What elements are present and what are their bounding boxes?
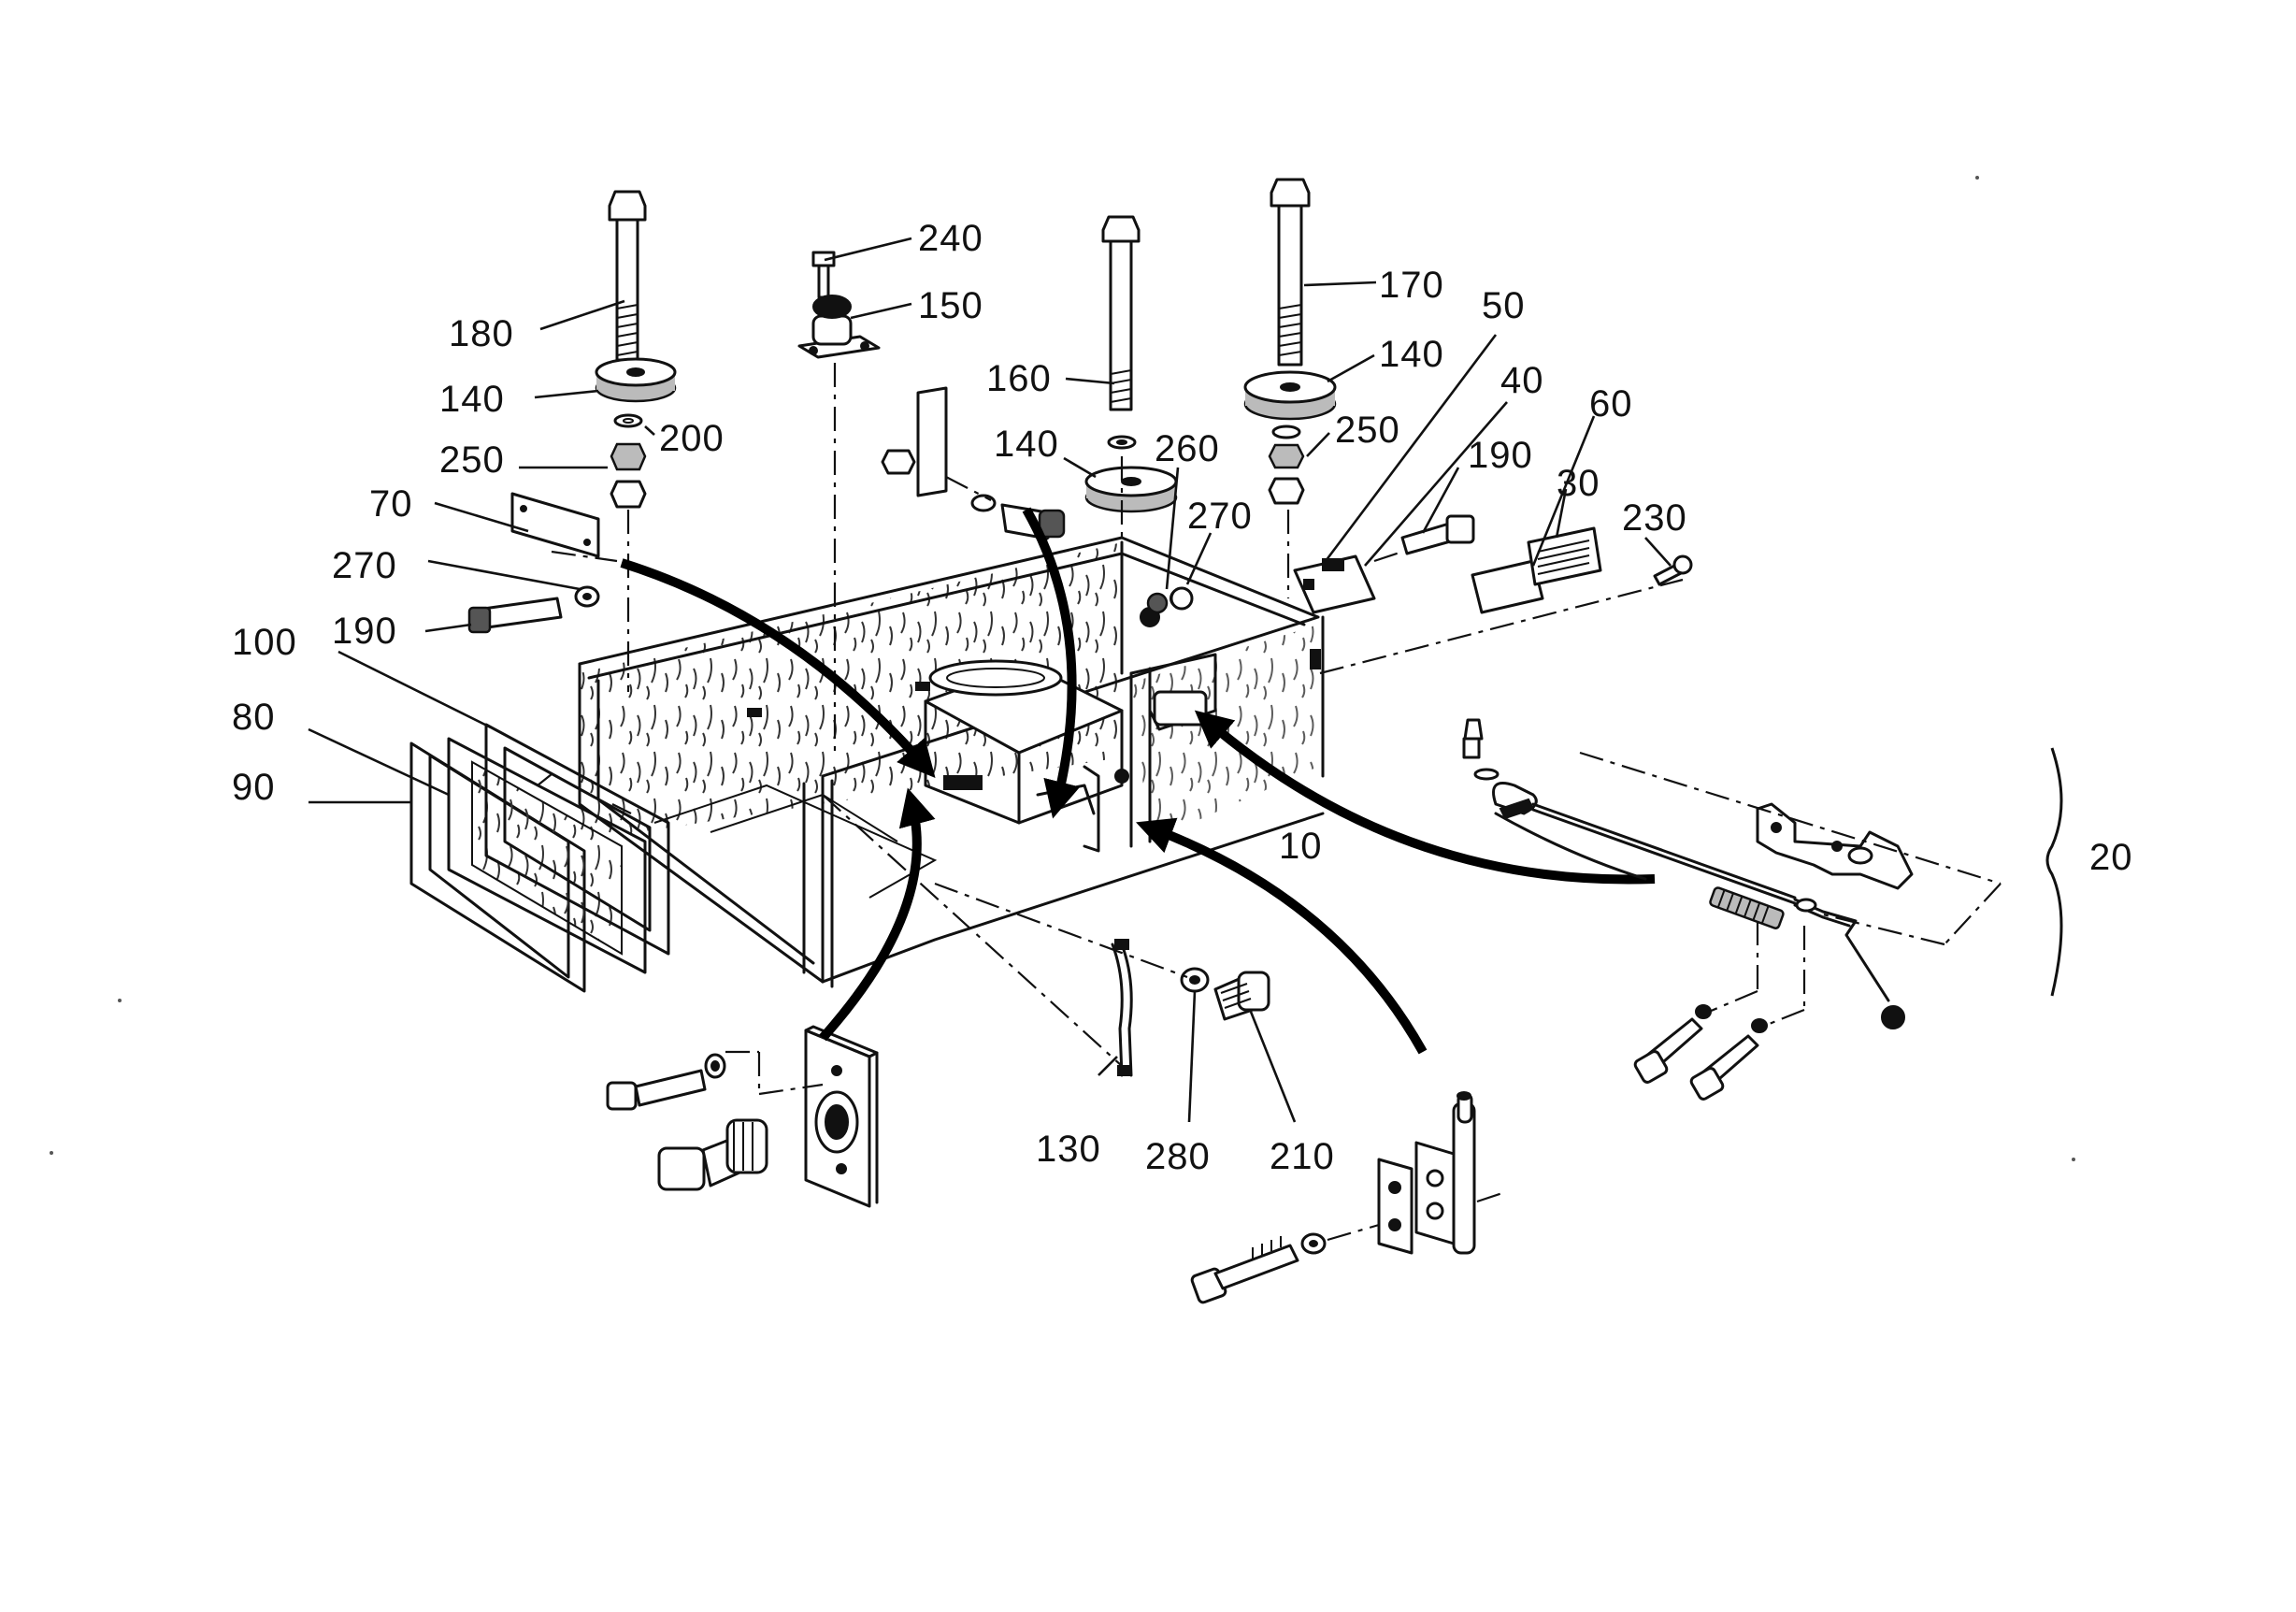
- terminal-plate-50: [1293, 554, 1376, 614]
- speck: [1975, 176, 1979, 180]
- washer-280: [1180, 967, 1210, 993]
- callout-20: 20: [2089, 837, 2133, 878]
- washer-270-left: [574, 585, 600, 608]
- callout-230: 230: [1622, 497, 1687, 539]
- callout-180: 180: [449, 313, 514, 354]
- callout-140-left: 140: [439, 379, 505, 420]
- socket-screw-lower-left: [606, 1053, 726, 1111]
- callout-70: 70: [369, 483, 413, 525]
- plate-30: [1527, 526, 1602, 586]
- hinge-assembly: [1377, 1091, 1476, 1255]
- cover-plate-small: [881, 386, 1066, 540]
- callout-30: 30: [1557, 463, 1600, 504]
- callout-190-left: 190: [332, 611, 397, 652]
- housing-body: [578, 536, 1325, 988]
- bolt-170: [1270, 178, 1311, 367]
- callout-210: 210: [1270, 1136, 1335, 1177]
- speck: [118, 999, 122, 1002]
- callout-100: 100: [232, 622, 297, 663]
- callout-250-right: 250: [1335, 410, 1400, 451]
- screw-190-right: [1400, 514, 1475, 555]
- callout-140-mid: 140: [994, 424, 1059, 465]
- callout-280: 280: [1145, 1136, 1211, 1177]
- screw-230: [1653, 554, 1693, 586]
- callout-10: 10: [1279, 826, 1323, 867]
- frame-100: [484, 723, 670, 956]
- drain-fitting: [657, 1118, 768, 1191]
- latch-assembly-20: [1462, 718, 1914, 1029]
- washer-200: [613, 413, 643, 428]
- screw-210: [1213, 971, 1270, 1021]
- callout-labels: 240 150 180 140 200 250 70 270 190 160 1…: [232, 218, 2133, 1177]
- washer-270-right: [1170, 586, 1194, 611]
- callout-240: 240: [918, 218, 983, 259]
- bumper-150: [797, 295, 881, 359]
- isolator-140-mid: [1084, 466, 1178, 513]
- bolt-180: [608, 190, 647, 362]
- leader-lines: [308, 237, 1672, 1123]
- strap-130: [1111, 939, 1133, 1077]
- callout-270-right: 270: [1187, 496, 1253, 537]
- isolator-140-left: [595, 357, 677, 403]
- hinge-screw: [1190, 1232, 1327, 1304]
- callout-150: 150: [918, 285, 983, 326]
- assembly-arrows: [620, 507, 1656, 1055]
- callout-130: 130: [1036, 1129, 1101, 1170]
- grommet-260: [1146, 592, 1169, 614]
- callout-80: 80: [232, 697, 276, 738]
- speck: [50, 1151, 53, 1155]
- callout-140-right: 140: [1379, 334, 1444, 375]
- label-60: [1471, 559, 1544, 614]
- latch-screw-right: [1689, 1018, 1768, 1101]
- callout-60: 60: [1589, 383, 1633, 425]
- assembly-brace-20: [2045, 747, 2063, 997]
- washer-200-hole: [623, 418, 634, 424]
- alignment-lines: [537, 363, 2002, 1242]
- plate-70: [510, 492, 600, 558]
- mounting-plate-lower: [804, 1025, 879, 1208]
- callout-170: 170: [1379, 265, 1444, 306]
- screw-190-left: [467, 597, 563, 634]
- callout-190-right: 190: [1468, 435, 1533, 476]
- callout-270-left: 270: [332, 545, 397, 586]
- callout-160: 160: [986, 358, 1052, 399]
- isolator-140-right: [1243, 370, 1337, 421]
- window-glass-80: [447, 737, 647, 974]
- callout-90: 90: [232, 767, 276, 808]
- nut-250-left: [610, 442, 647, 509]
- callout-40: 40: [1500, 360, 1544, 401]
- latch-screw-left: [1633, 1004, 1712, 1084]
- callout-200: 200: [659, 418, 725, 459]
- callout-250-left: 250: [439, 439, 505, 481]
- bolt-160: [1101, 215, 1141, 450]
- callout-260: 260: [1155, 428, 1220, 469]
- nut-250-right: [1268, 425, 1305, 505]
- callout-50: 50: [1482, 285, 1526, 326]
- speck: [2072, 1158, 2075, 1161]
